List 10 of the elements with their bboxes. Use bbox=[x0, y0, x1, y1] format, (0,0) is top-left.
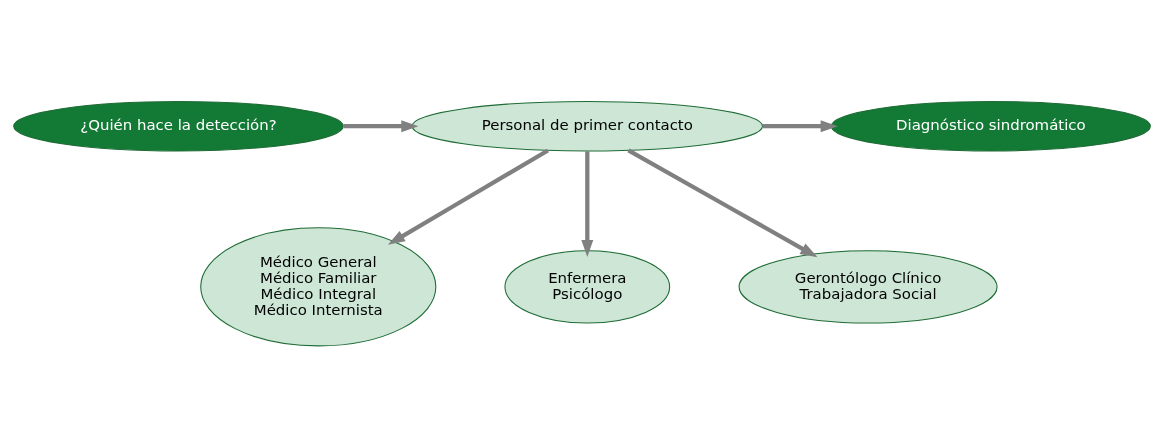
node-ellipse: Gerontólogo Clínico Trabajadora Social bbox=[738, 250, 998, 324]
arrow bbox=[581, 151, 594, 258]
arrow bbox=[762, 120, 838, 133]
arrow bbox=[343, 120, 419, 133]
arrow bbox=[627, 148, 818, 258]
node-ellipse: Personal de primer contacto bbox=[411, 100, 764, 152]
arrow bbox=[387, 148, 549, 245]
node-ellipse: Enfermera Psicólogo bbox=[504, 250, 671, 324]
node-ellipse: Diagnóstico sindromático bbox=[830, 100, 1151, 152]
node-ellipse: ¿Quién hace la detección? bbox=[13, 100, 344, 152]
